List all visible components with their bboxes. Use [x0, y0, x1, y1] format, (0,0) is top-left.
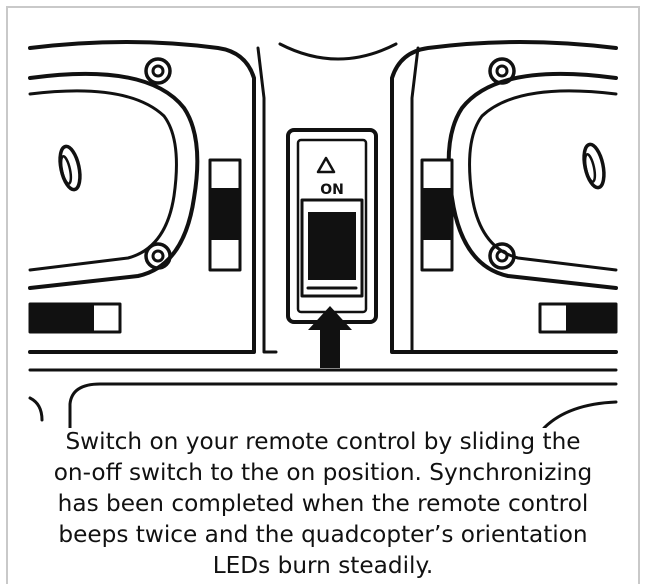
center-channel-left — [256, 46, 278, 354]
screw-icon — [488, 57, 516, 85]
left-body-contour — [28, 40, 256, 354]
triangle-icon — [316, 156, 336, 174]
right-gimbal-inner — [468, 89, 618, 272]
left-gimbal-plate — [28, 71, 200, 290]
screw-icon — [488, 242, 516, 270]
caption-line: Switch on your remote control by sliding… — [65, 428, 581, 455]
right-body-contour — [390, 40, 618, 354]
screw-icon — [144, 57, 172, 85]
screw-icon — [144, 242, 172, 270]
caption-line: on-off switch to the on position. Synchr… — [53, 459, 593, 486]
instruction-caption: Switch on your remote control by sliding… — [14, 426, 632, 584]
left-gimbal-inner — [28, 89, 178, 272]
left-vertical-trim — [208, 158, 242, 272]
up-arrow-icon — [308, 306, 352, 368]
caption-line: has been completed when the remote contr… — [57, 490, 589, 517]
left-horizontal-trim — [28, 302, 122, 334]
top-center-arc — [278, 42, 398, 61]
lower-panel — [68, 382, 618, 428]
switch-on-label: ON — [320, 182, 344, 198]
left-stick-icon — [58, 144, 82, 192]
right-horizontal-trim — [538, 302, 618, 334]
caption-line: LEDs burn steadily. — [212, 552, 434, 579]
right-gimbal-plate — [446, 71, 618, 290]
right-vertical-trim — [420, 158, 454, 272]
center-channel-right — [398, 46, 420, 354]
right-stick-icon — [582, 142, 606, 190]
remote-control-illustration: ON — [28, 40, 618, 428]
caption-line: beeps twice and the quadcopter’s orienta… — [58, 521, 588, 548]
